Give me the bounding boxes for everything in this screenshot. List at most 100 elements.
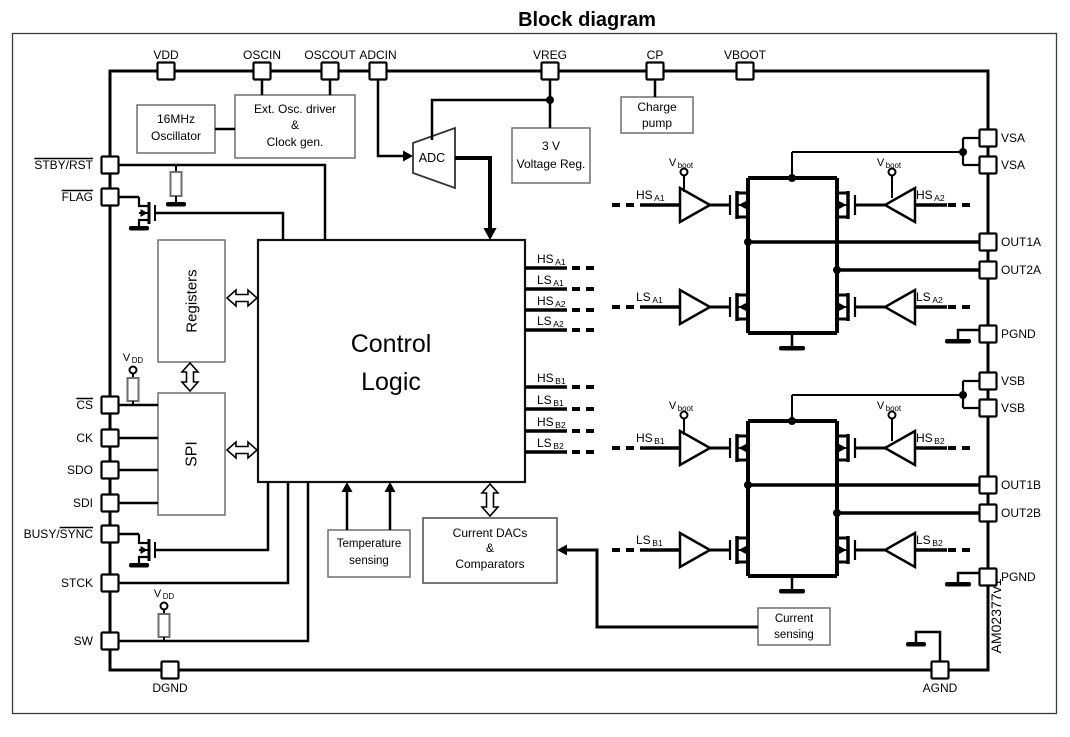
pin-label-sw: SW — [74, 634, 94, 648]
terminal-icon — [159, 601, 169, 611]
ground-icon — [945, 339, 971, 344]
pin-pgndb — [978, 567, 998, 587]
wire — [137, 555, 149, 563]
block-extosc — [234, 94, 356, 159]
wire — [137, 218, 149, 226]
driver-hs_b2 — [882, 428, 917, 468]
double-arrow-icon — [225, 288, 259, 308]
ground-icon — [779, 346, 805, 351]
driver-hs_a2 — [882, 185, 917, 225]
ground-icon — [129, 226, 149, 231]
block-label: Current DACs — [453, 526, 528, 540]
pin-label-busy: BUSY/SYNC — [24, 527, 94, 541]
wire — [956, 328, 980, 339]
pin-out1b — [978, 475, 998, 495]
driver-hs_a1 — [678, 185, 713, 225]
figure-border — [11, 32, 1058, 715]
pin-cp — [645, 61, 665, 81]
block-label: Logic — [361, 368, 421, 396]
pin-label-vsa2: VSA — [1001, 158, 1025, 172]
wire — [137, 534, 149, 545]
block-cpump — [620, 96, 694, 134]
mosfet-arrow-icon — [839, 303, 847, 311]
block-vreg3 — [511, 127, 591, 184]
pin-label-sdo: SDO — [67, 463, 93, 477]
pin-label-oscin: OSCIN — [243, 48, 281, 62]
pin-busy — [100, 524, 120, 544]
pin-cs — [100, 395, 120, 415]
resistor-icon — [169, 171, 183, 197]
pin-flag — [100, 187, 120, 207]
pin-label-flag: FLAG — [62, 190, 93, 204]
block-label: Voltage Reg. — [517, 157, 586, 171]
block-label: 16MHz — [157, 112, 195, 126]
arrowhead-icon — [557, 544, 567, 556]
pin-vsb2 — [978, 398, 998, 418]
block-label: & — [291, 118, 299, 132]
block-label: & — [486, 541, 494, 555]
pin-out1a — [978, 232, 998, 252]
pin-oscout — [320, 61, 340, 81]
pin-label-vdd: VDD — [153, 48, 179, 62]
block-label: Registers — [184, 269, 201, 332]
mosfet-arrow-icon — [140, 546, 148, 554]
pin-vsa2 — [978, 155, 998, 175]
figure-watermark: AM02377v1 — [988, 578, 1004, 653]
pin-label-oscout: OSCOUT — [304, 48, 356, 62]
block-label: sensing — [349, 555, 389, 567]
ground-icon — [945, 582, 971, 587]
mosfet-arrow-icon — [738, 201, 746, 209]
block-csense — [757, 607, 831, 646]
double-arrow-icon — [480, 482, 500, 518]
block-label: Charge — [637, 100, 677, 114]
pin-label-cs: CS — [76, 398, 93, 412]
arrowhead-icon — [384, 482, 396, 492]
wire — [137, 197, 149, 208]
block-label: SPI — [184, 441, 201, 467]
pin-vreg — [540, 61, 560, 81]
wire-current-sense — [567, 548, 758, 629]
block-label: Comparators — [455, 557, 524, 571]
pin-sw — [100, 631, 120, 651]
pin-agnd — [930, 660, 950, 680]
pin-label-adcin: ADCIN — [359, 48, 396, 62]
mosfet-arrow-icon — [738, 546, 746, 554]
pin-pgnda — [978, 324, 998, 344]
block-spi — [157, 392, 226, 516]
block-label: ADC — [419, 151, 445, 165]
pin-stck — [100, 573, 120, 593]
pin-sdo — [100, 460, 120, 480]
double-arrow-icon — [225, 440, 259, 460]
pin-label-out2a: OUT2A — [1001, 263, 1041, 277]
wire — [155, 211, 285, 240]
block-label: 3 V — [542, 139, 560, 153]
double-arrow-icon — [180, 361, 200, 393]
wire — [430, 98, 550, 140]
arrowhead-icon — [483, 228, 497, 240]
block-label: Temperature — [337, 538, 402, 550]
pin-label-stck: STCK — [61, 576, 93, 590]
mosfet-arrow-icon — [839, 546, 847, 554]
resistor-icon — [126, 377, 140, 402]
mosfet-arrow-icon — [140, 209, 148, 217]
pin-out2a — [978, 260, 998, 280]
ground-icon — [906, 642, 926, 647]
pin-oscin — [252, 61, 272, 81]
pin-sdi — [100, 493, 120, 513]
block-label: Control — [351, 330, 432, 358]
pin-label-vsb1: VSB — [1001, 374, 1025, 388]
block-temp — [327, 529, 411, 578]
pin-label-cp: CP — [647, 48, 664, 62]
wire-stby — [118, 163, 327, 240]
